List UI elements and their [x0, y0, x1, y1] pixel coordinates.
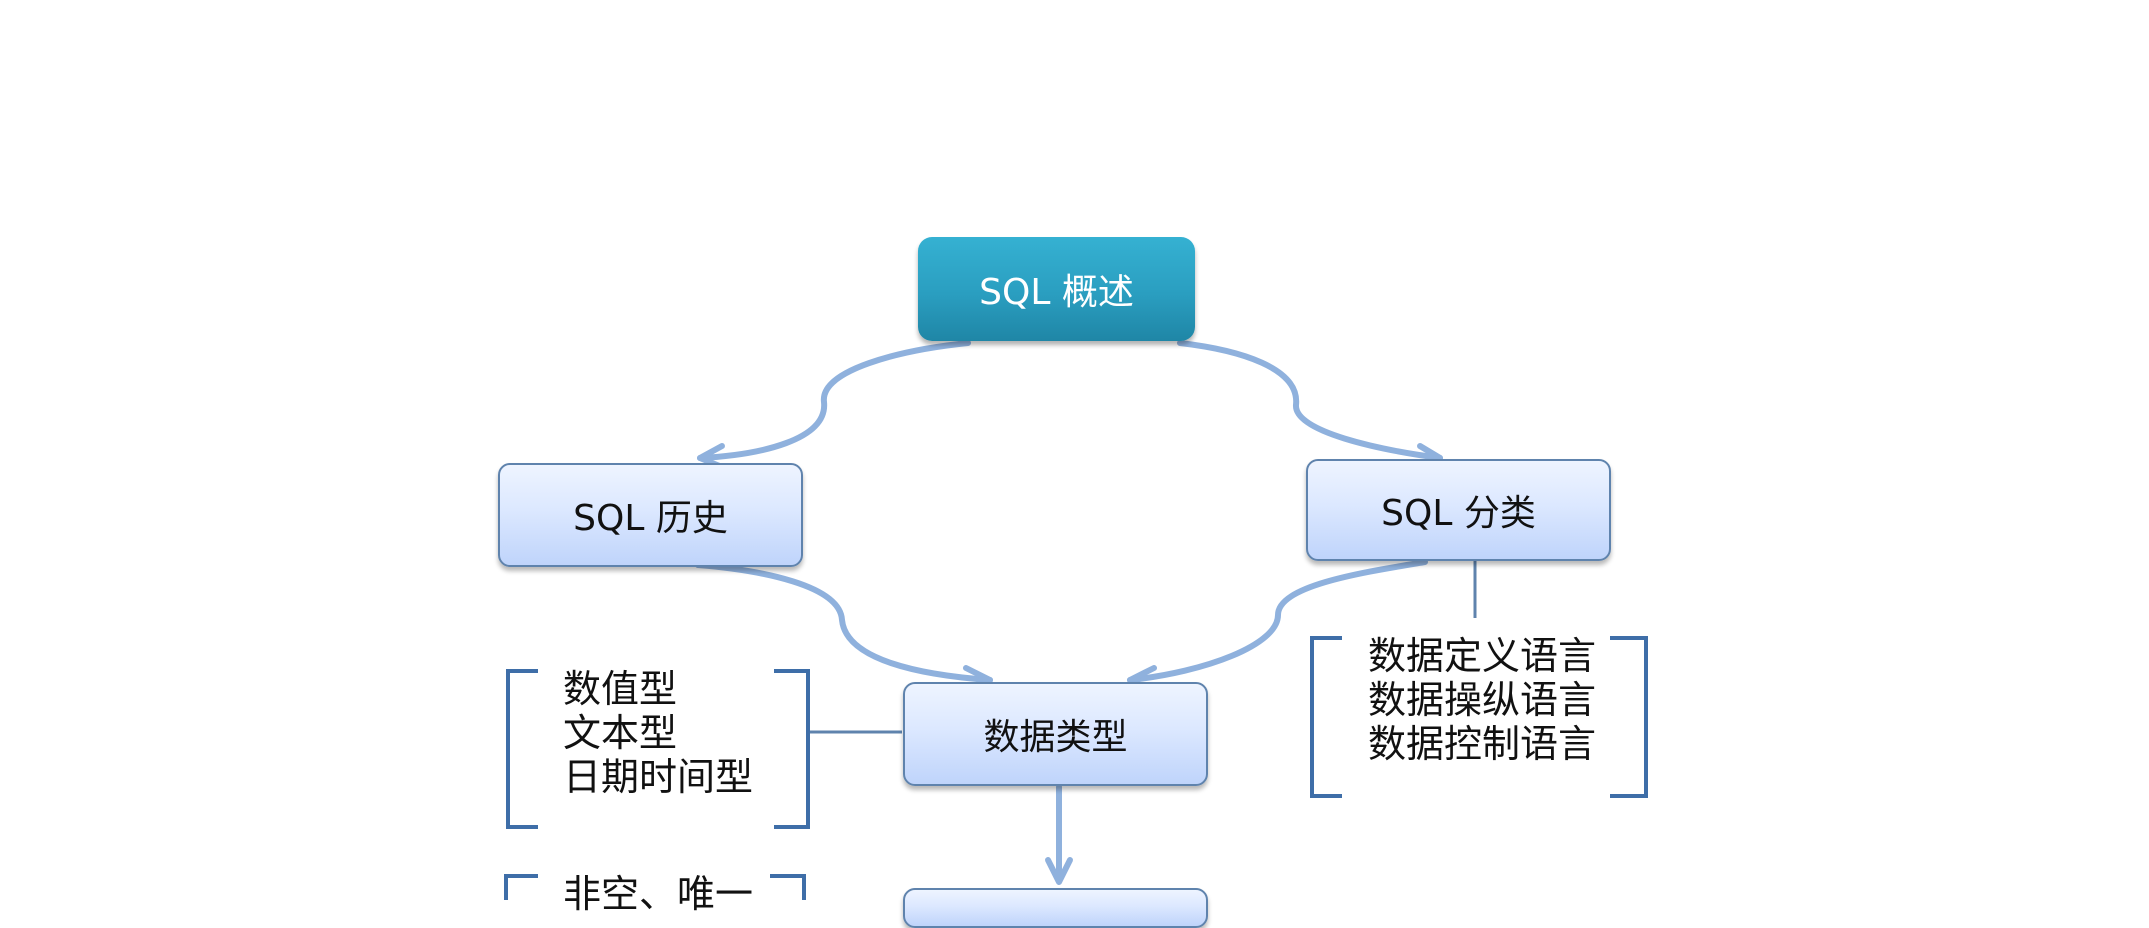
- arrow-overview-to-history: [697, 340, 971, 461]
- arrow-classification-to-datatypes: [1127, 559, 1428, 683]
- bracket-classification-left: [1310, 636, 1342, 798]
- arrowhead-down: [1045, 857, 1073, 885]
- arrow-overview-to-classification: [1177, 340, 1443, 461]
- node-sql-overview-label: SQL 概述: [979, 272, 1134, 313]
- bracket-datatypes-right: [774, 669, 810, 829]
- data-type-item: 文本型: [563, 711, 678, 755]
- classification-item: 数据控制语言: [1368, 722, 1597, 766]
- classification-list: 数据定义语言 数据操纵语言 数据控制语言: [1368, 634, 1596, 766]
- flow-diagram: [504, 340, 1648, 900]
- node-next-partial[interactable]: [903, 888, 1208, 928]
- node-data-types[interactable]: 数据类型: [903, 682, 1208, 786]
- node-sql-history[interactable]: SQL 历史: [498, 463, 803, 567]
- data-type-list: 数值型 文本型 日期时间型: [563, 667, 753, 799]
- node-data-types-label: 数据类型: [983, 717, 1128, 758]
- bracket-classification-right: [1610, 636, 1648, 798]
- node-sql-history-label: SQL 历史: [573, 498, 728, 539]
- node-sql-classification[interactable]: SQL 分类: [1306, 459, 1611, 561]
- bracket-datatypes-left: [506, 669, 538, 829]
- arrow-history-to-datatypes: [695, 562, 993, 683]
- bracket-constraints-right: [770, 874, 806, 900]
- node-sql-overview[interactable]: SQL 概述: [918, 237, 1195, 341]
- data-type-item: 日期时间型: [563, 755, 754, 799]
- constraint-list-partial: 非空、唯一: [563, 872, 753, 916]
- constraint-item: 非空、唯一: [563, 872, 754, 916]
- classification-item: 数据定义语言: [1368, 634, 1597, 678]
- classification-item: 数据操纵语言: [1368, 678, 1597, 722]
- bracket-constraints-left: [504, 874, 538, 900]
- node-sql-classification-label: SQL 分类: [1381, 493, 1536, 534]
- data-type-item: 数值型: [563, 667, 678, 711]
